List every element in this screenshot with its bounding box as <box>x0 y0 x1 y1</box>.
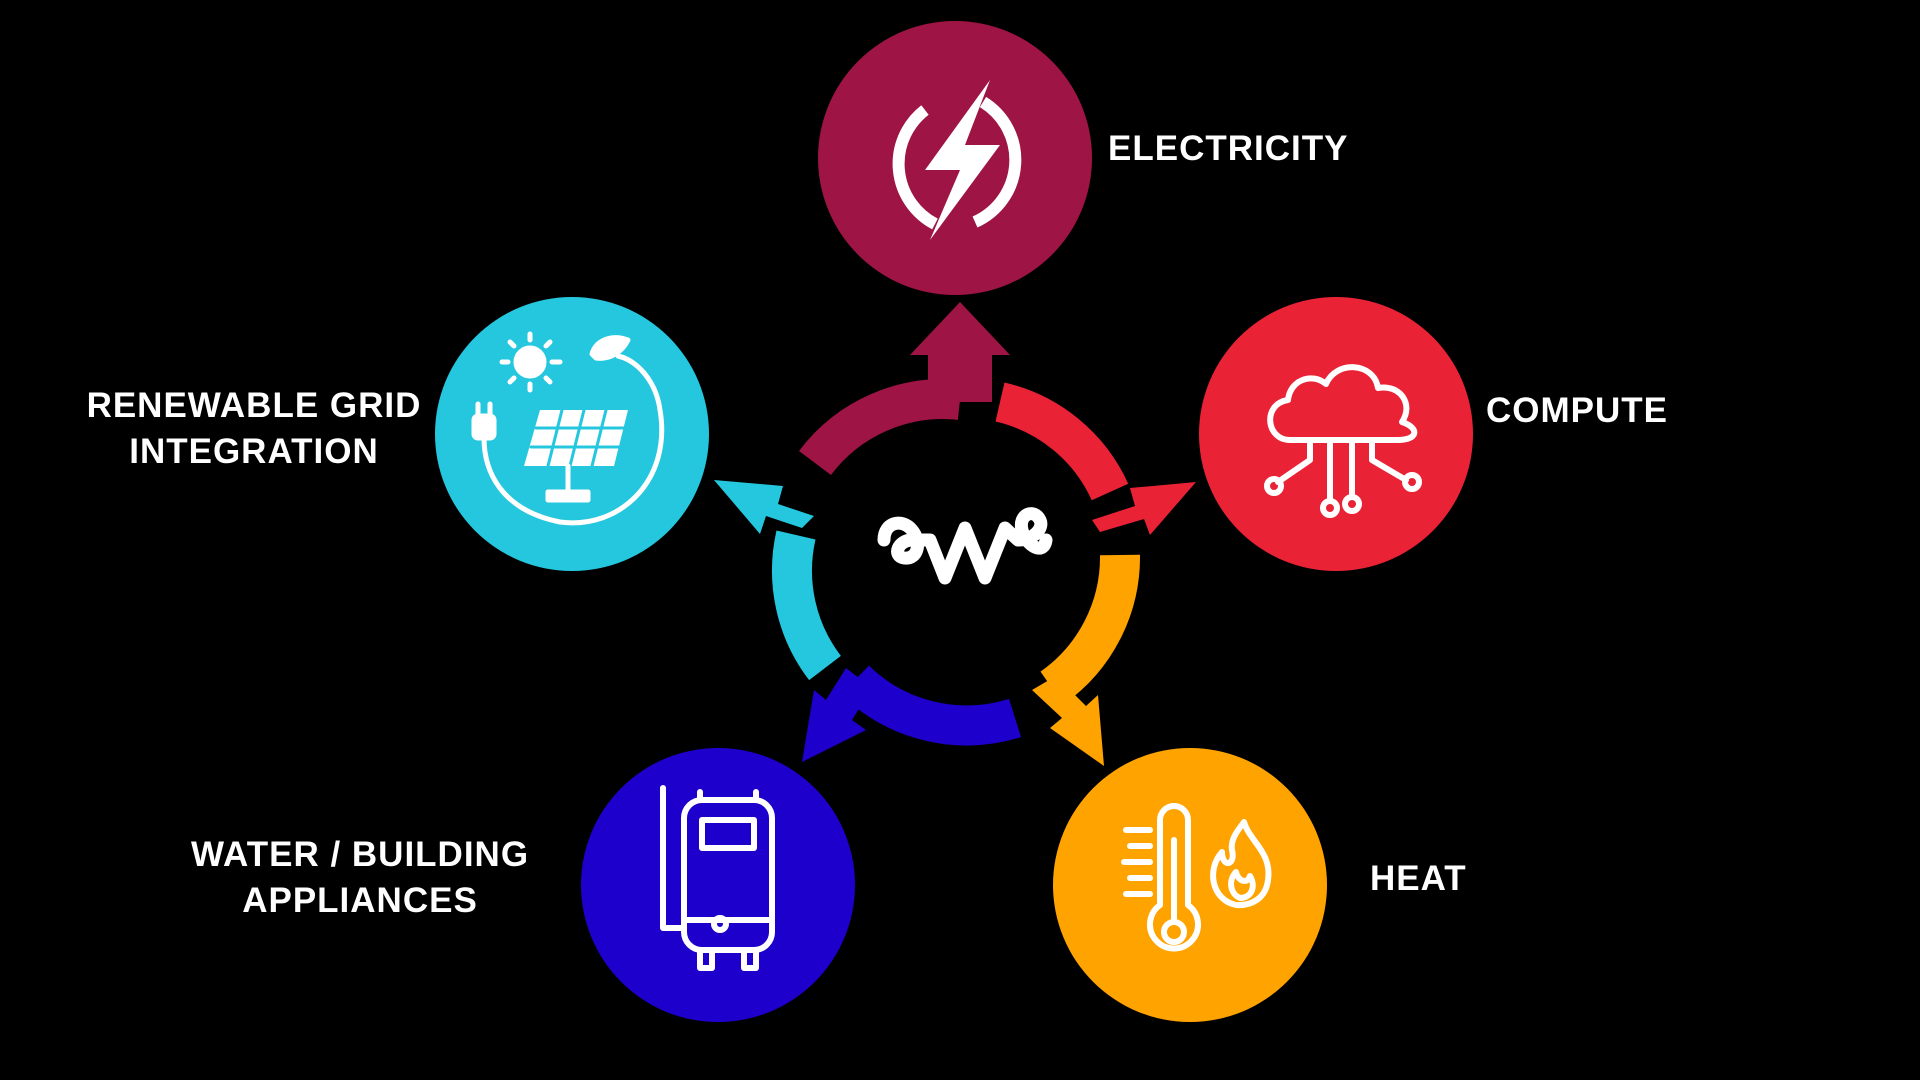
label-renewable-line-1: RENEWABLE GRID <box>86 386 422 425</box>
label-heat-line-1: HEAT <box>1370 859 1467 898</box>
arrow-compute <box>1092 482 1196 535</box>
water-heater-icon <box>660 785 775 971</box>
arrow-heat <box>1032 676 1104 766</box>
label-compute-line-1: COMPUTE <box>1486 391 1668 430</box>
flow-ring <box>714 302 1196 766</box>
wave-logo-icon <box>877 507 1053 585</box>
thermometer-flame-icon <box>1121 803 1272 952</box>
label-water: WATER / BUILDING APPLIANCES <box>170 832 550 924</box>
label-electricity: ELECTRICITY <box>1108 126 1348 172</box>
arrow-electricity <box>910 302 1010 402</box>
node-water <box>581 748 855 1022</box>
label-water-line-1: WATER / BUILDING <box>190 835 530 874</box>
label-renewable-line-2: INTEGRATION <box>129 432 379 471</box>
ring-arc-heat <box>1040 554 1141 705</box>
node-electricity <box>818 21 1092 295</box>
node-heat <box>1053 748 1327 1022</box>
cloud-network-icon <box>1264 364 1422 518</box>
label-electricity-line-1: ELECTRICITY <box>1108 129 1349 168</box>
node-compute <box>1199 297 1473 571</box>
lightning-power-icon <box>892 80 1022 240</box>
solar-panel-plug-icon <box>471 331 665 526</box>
arrow-renewable <box>714 480 814 534</box>
ring-arc-water <box>841 665 1022 746</box>
label-water-line-2: APPLIANCES <box>242 881 478 920</box>
label-compute: COMPUTE <box>1486 388 1668 434</box>
label-renewable: RENEWABLE GRID INTEGRATION <box>74 383 434 475</box>
ring-arc-renewable <box>772 530 842 681</box>
arrow-water <box>802 668 872 762</box>
node-renewable <box>435 297 709 571</box>
ring-arc-compute <box>995 382 1129 501</box>
label-heat: HEAT <box>1370 856 1467 902</box>
